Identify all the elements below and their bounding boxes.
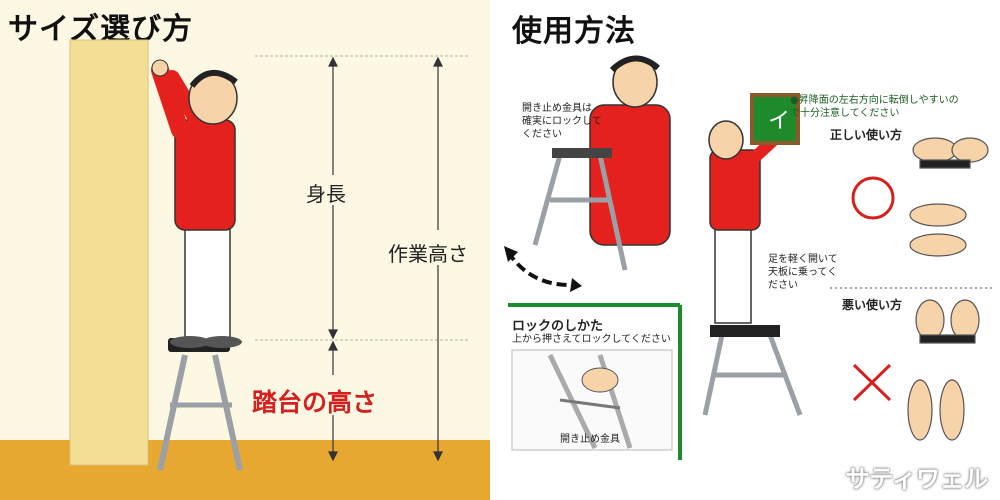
swing-arrow (506, 250, 571, 287)
tip-warning-note: ●昇降面の左右方向に転倒しやすいの で十分注意してください (790, 95, 959, 119)
person-on-stool: イ (702, 93, 803, 416)
usage-panel: 使用方法 (490, 0, 1000, 500)
person-opening-stool (532, 55, 671, 271)
step-height-label: 踏台の高さ (252, 388, 378, 417)
size-guide-illustration (0, 39, 490, 500)
lock-instructions-box (508, 303, 682, 460)
wrong-mark-icon (852, 363, 892, 402)
size-guide-panel: サイズ選び方 (0, 0, 490, 500)
wall (69, 39, 149, 466)
correct-mark-icon (851, 176, 895, 220)
lock-fixture-small-label: 開き止め金具 (560, 434, 620, 445)
measure-arrows (328, 56, 443, 462)
height-label: 身長 (306, 182, 346, 206)
step-stool (157, 354, 243, 471)
feet-open-note: 足を軽く開いて 天板に乗ってく ださい (768, 254, 838, 291)
watermark-logo: サティワェル (845, 465, 988, 493)
usage-title: 使用方法 (512, 14, 636, 49)
work-height-label: 作業高さ (388, 242, 468, 266)
measure-guides (255, 55, 470, 341)
person-reaching (151, 59, 242, 348)
svg-text:イ: イ (768, 109, 790, 134)
correct-use-label: 正しい使い方 (830, 128, 903, 142)
wrong-use-label: 悪い使い方 (842, 298, 903, 312)
feet-illustrations (907, 137, 989, 441)
lock-how-sub: 上から押さえてロックしてください (512, 334, 671, 345)
lock-fixture-note: 開き止め金具は 確実にロックして ください (522, 103, 602, 140)
lock-how-title: ロックのしかた (512, 319, 604, 334)
usage-illustration: イ (504, 55, 995, 460)
